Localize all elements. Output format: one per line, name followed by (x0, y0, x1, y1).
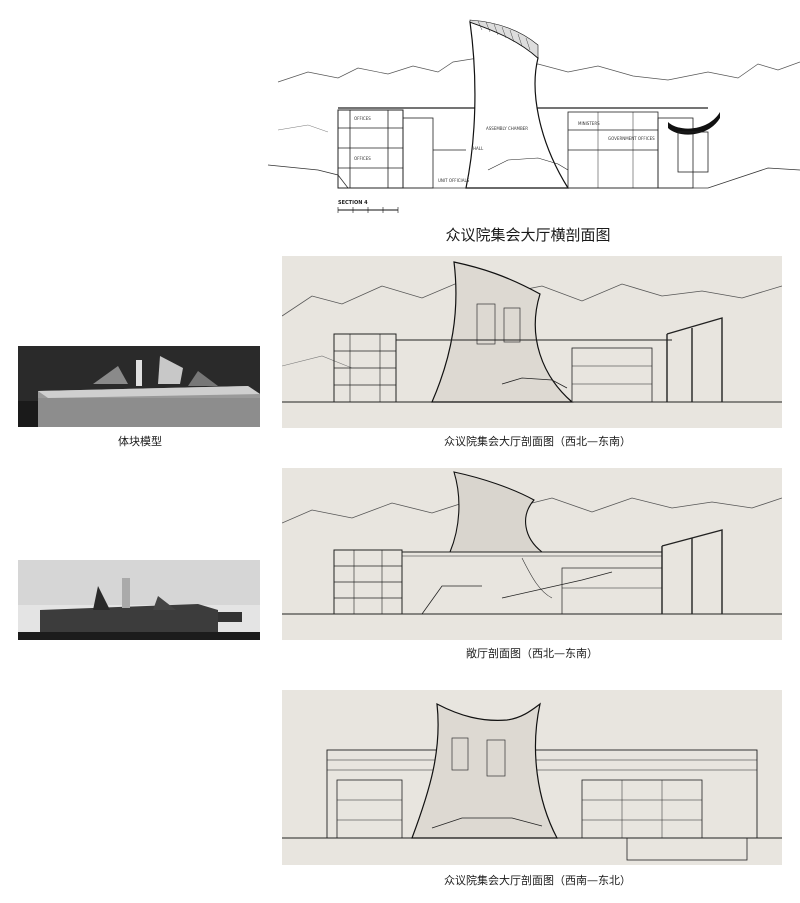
massing-model-photo-2 (18, 560, 260, 640)
label-ministers: MINISTERS (578, 121, 600, 126)
hall-section-nw-se (282, 256, 782, 428)
caption-hall-nw-se: 众议院集会大厅剖面图（西北—东南） (444, 435, 631, 448)
hall-section-sw-ne (282, 690, 782, 865)
forum-section-nw-se (282, 468, 782, 640)
caption-forum-nw-se: 敞厅剖面图（西北—东南） (466, 647, 598, 660)
top-section-drawing: ASSEMBLY CHAMBER HALL OFFICES OFFICES MI… (238, 0, 800, 252)
caption-top-section: 众议院集会大厅横剖面图 (445, 226, 611, 244)
label-offices-left: OFFICES (354, 116, 371, 121)
caption-massing-model: 体块模型 (118, 435, 162, 448)
label-assembly-chamber: ASSEMBLY CHAMBER (486, 126, 528, 131)
section-label: SECTION 4 (338, 200, 368, 206)
massing-model-photo-1 (18, 346, 260, 427)
label-unit-officials: UNIT OFFICIALS (438, 178, 470, 183)
label-offices-lower: OFFICES (354, 156, 371, 161)
label-government-offices: GOVERNMENT OFFICES (608, 136, 655, 141)
caption-hall-sw-ne: 众议院集会大厅剖面图（西南—东北） (444, 874, 631, 887)
label-hall: HALL (473, 146, 484, 151)
